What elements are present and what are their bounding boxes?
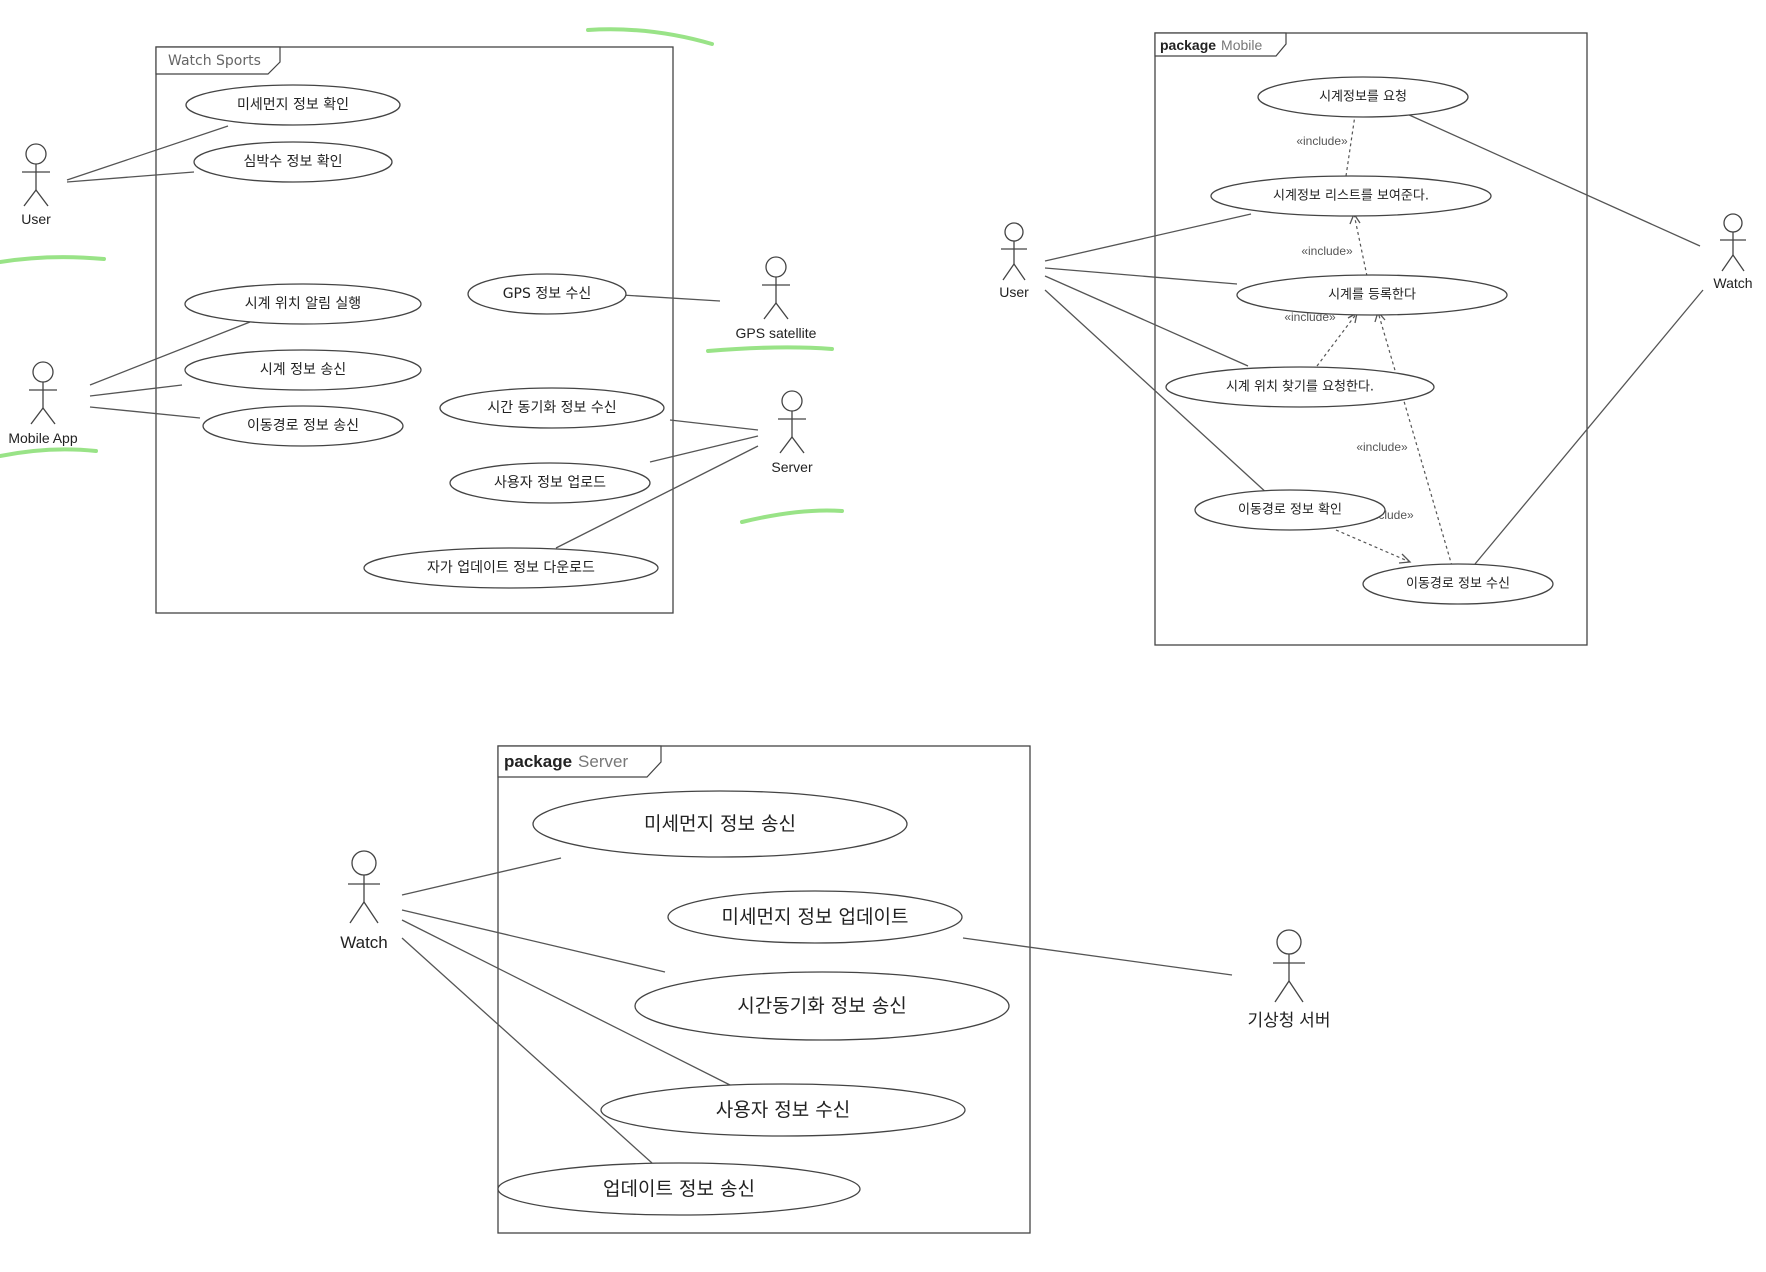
- use-case-label: 미세먼지 정보 송신: [644, 813, 796, 835]
- use-case[interactable]: [193, 141, 393, 183]
- use-case[interactable]: [1236, 274, 1508, 316]
- package-name: Server: [578, 752, 628, 771]
- diagram-watch-sports: Watch Sports 미세먼지 정보 확인 심박수 정보 확인 시계 위치 …: [0, 27, 844, 614]
- actor-user[interactable]: User: [999, 222, 1029, 300]
- package-tab: [497, 745, 662, 778]
- use-case-label: 시간 동기화 정보 수신: [487, 400, 616, 416]
- highlight-mark: [706, 345, 834, 353]
- package-keyword: package: [1160, 37, 1216, 53]
- actor-watch[interactable]: Watch: [340, 850, 388, 952]
- actor-label: User: [21, 211, 51, 227]
- use-case-label: 사용자 정보 업로드: [494, 475, 606, 491]
- use-case-label: 이동경로 정보 수신: [1406, 577, 1510, 592]
- diagram-package-mobile: package Mobile «include» «include» «inclu…: [999, 32, 1753, 646]
- package-tab: [1154, 32, 1287, 57]
- include-label: «include»: [1301, 244, 1353, 258]
- use-case-label: 시계정보를 요청: [1319, 90, 1407, 105]
- actor-label: Server: [771, 459, 813, 475]
- use-case-label: 시계정보 리스트를 보여준다.: [1273, 189, 1429, 204]
- use-case-label: 사용자 정보 수신: [716, 1099, 850, 1121]
- use-case[interactable]: [497, 1162, 861, 1216]
- actor-label: Watch: [340, 933, 388, 952]
- use-case[interactable]: [634, 971, 1010, 1041]
- highlight-mark: [0, 447, 98, 458]
- use-case[interactable]: [667, 890, 963, 944]
- highlight-mark: [740, 508, 844, 524]
- use-case-label: 업데이트 정보 송신: [603, 1178, 755, 1200]
- use-case-label: 시계 위치 찾기를 요청한다.: [1226, 380, 1374, 395]
- actor-label: User: [999, 284, 1029, 300]
- actor-mobile-app[interactable]: Mobile App: [8, 361, 78, 446]
- package-frame: [497, 745, 1031, 1234]
- actor-label: GPS satellite: [736, 325, 817, 341]
- use-case[interactable]: [1362, 563, 1554, 605]
- use-case[interactable]: [449, 462, 651, 504]
- package-frame: [1154, 32, 1588, 646]
- use-case-label: 시계 위치 알림 실행: [245, 296, 361, 312]
- use-case-label: 심박수 정보 확인: [243, 154, 342, 170]
- use-case[interactable]: [1194, 489, 1386, 531]
- use-case-label: 이동경로 정보 확인: [1238, 503, 1342, 518]
- use-case-label: 미세먼지 정보 확인: [237, 97, 349, 113]
- actor-weather-server[interactable]: 기상청 서버: [1248, 929, 1331, 1030]
- use-case-label: 자가 업데이트 정보 다운로드: [427, 560, 595, 576]
- actor-label: Mobile App: [8, 430, 77, 446]
- use-case[interactable]: [439, 387, 665, 429]
- package-tab: [155, 46, 281, 75]
- use-case[interactable]: [1210, 175, 1492, 217]
- highlight-mark: [586, 27, 714, 46]
- diagram-package-server: package Server 미세먼지 정보 송신 미세먼지 정보 업데이트 시간…: [340, 745, 1331, 1234]
- actor-watch[interactable]: Watch: [1713, 213, 1753, 291]
- package-name: Mobile: [1221, 37, 1262, 53]
- actor-label: Watch: [1713, 275, 1752, 291]
- use-case[interactable]: [363, 547, 659, 589]
- use-case[interactable]: [184, 283, 422, 325]
- use-case[interactable]: [1257, 76, 1469, 118]
- use-case-label: 이동경로 정보 송신: [247, 418, 359, 434]
- use-case[interactable]: [467, 273, 627, 315]
- use-case[interactable]: [202, 405, 404, 447]
- use-case-label: 시간동기화 정보 송신: [737, 995, 906, 1017]
- use-case[interactable]: [184, 349, 422, 391]
- use-case-label: 미세먼지 정보 업데이트: [722, 906, 909, 928]
- package-frame: [155, 46, 674, 614]
- actor-label: 기상청 서버: [1248, 1011, 1331, 1030]
- package-title: Watch Sports: [168, 53, 261, 69]
- use-case[interactable]: [185, 84, 401, 126]
- use-case[interactable]: [600, 1083, 966, 1137]
- actor-user[interactable]: User: [21, 143, 51, 227]
- include-label: «include»: [1296, 134, 1348, 148]
- actor-gps-satellite[interactable]: GPS satellite: [736, 256, 817, 341]
- use-case-label: GPS 정보 수신: [503, 286, 592, 302]
- use-case[interactable]: [1165, 366, 1435, 408]
- actor-server[interactable]: Server: [771, 390, 813, 475]
- include-label: «include»: [1356, 440, 1408, 454]
- use-case-label: 시계를 등록한다: [1328, 288, 1416, 303]
- highlight-mark: [0, 255, 106, 264]
- use-case[interactable]: [532, 790, 908, 858]
- package-keyword: package: [504, 752, 572, 771]
- use-case-label: 시계 정보 송신: [260, 362, 346, 378]
